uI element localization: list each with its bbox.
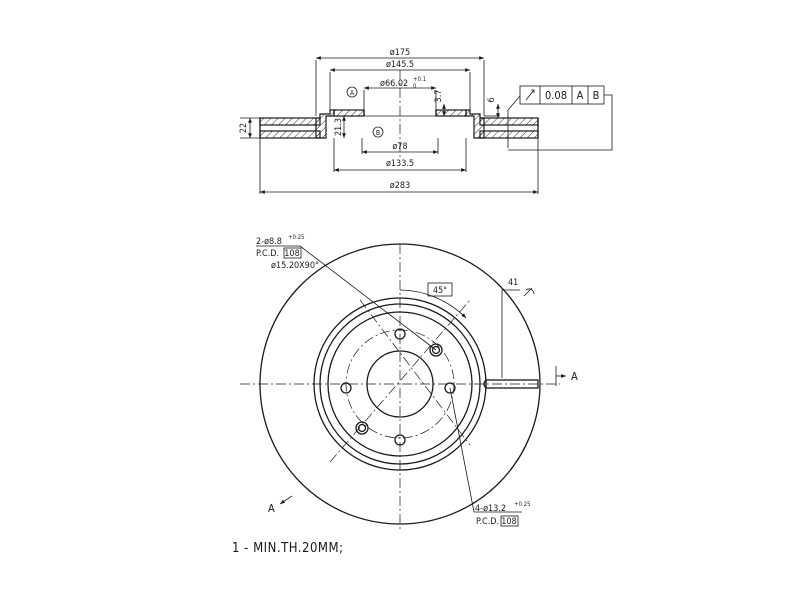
datum-b-letter: B xyxy=(376,129,380,137)
dim-d66-label: ø66.02 xyxy=(380,79,408,89)
vent-slot xyxy=(485,379,539,389)
dimension-d145-5: ø145.5 xyxy=(329,60,471,110)
pcd-circle xyxy=(345,329,455,439)
dimension-d175: ø175 xyxy=(315,48,485,116)
dim-d145-5-label: ø145.5 xyxy=(386,60,414,70)
dim-d66-tol-lower: 0 xyxy=(413,83,417,90)
section-mark-right: A xyxy=(571,370,578,383)
pcd-value-2: 108 xyxy=(501,517,516,527)
dimension-d78: ø78 xyxy=(361,138,439,154)
dimension-thickness: 22 xyxy=(239,118,252,138)
hole-note-top: 2-ø8.8 +0.25 P.C.D. 108 ø15.20X90° xyxy=(256,234,437,351)
countersink-note: ø15.20X90° xyxy=(271,261,319,271)
dim-inner-height-label: 21.3 xyxy=(334,118,344,136)
tolerance-datum-2: B xyxy=(593,89,600,102)
countersunk-hole-1 xyxy=(429,343,443,357)
vane-leader xyxy=(501,289,520,378)
dim-offset-label: 6 xyxy=(487,97,497,102)
surface-finish-icon xyxy=(523,287,535,297)
dimension-offset: 6 xyxy=(484,97,500,118)
min-thickness-note: 1 - MIN.TH.20MM; xyxy=(232,541,344,556)
dim-d66-tol-upper: +0.1 xyxy=(413,76,426,83)
left-hat-wall xyxy=(315,109,335,139)
bolt-note-tol: +0.25 xyxy=(514,501,531,508)
left-upper-plate xyxy=(259,117,321,126)
hat-flange-right xyxy=(435,109,467,117)
tolerance-frame: 0.08 A B xyxy=(508,85,613,151)
dim-d283-label: ø283 xyxy=(390,181,410,191)
tolerance-leader xyxy=(507,95,521,148)
right-hat-wall xyxy=(465,109,485,139)
dimension-inner-height: 21.3 xyxy=(334,116,346,138)
front-view: 45° 41 A A 2-ø8.8 +0.25 P.C.D. 108 ø15.2… xyxy=(240,234,578,530)
vane-count-label: 41 xyxy=(508,278,518,288)
datum-a-letter: A xyxy=(350,89,355,97)
pcd-value-1: 108 xyxy=(284,249,299,259)
countersunk-hole-2 xyxy=(355,421,369,435)
bolt-hole-right xyxy=(444,382,456,394)
left-lower-plate xyxy=(259,130,321,139)
dimension-d133-5: ø133.5 xyxy=(333,138,467,172)
hat-flange-left xyxy=(333,109,365,117)
datum-b-marker: B xyxy=(372,126,384,138)
hole-note-leader xyxy=(256,245,437,351)
datum-a-marker: A xyxy=(346,86,358,98)
pcd-label-2: P.C.D. xyxy=(476,517,499,527)
section-mark-left: A xyxy=(268,502,275,515)
tolerance-value: 0.08 xyxy=(545,89,567,102)
dim-thickness-label: 22 xyxy=(239,123,249,133)
bolt-note-bottom: 4-ø13.2 +0.25 P.C.D. 108 xyxy=(449,387,531,527)
bolt-hole-bottom xyxy=(394,434,406,446)
right-upper-plate xyxy=(479,117,539,126)
bolt-hole-top xyxy=(394,328,406,340)
dimension-d283: ø283 xyxy=(259,138,539,194)
right-lower-plate xyxy=(479,130,539,139)
dimension-d66: ø66.02 +0.1 0 xyxy=(363,76,437,110)
tolerance-datum-1: A xyxy=(577,89,584,102)
pcd-label-1: P.C.D. xyxy=(256,249,279,259)
section-view: ø175 ø145.5 ø66.02 +0.1 0 ø78 ø133.5 xyxy=(239,48,539,194)
angle-label: 45° xyxy=(433,286,447,296)
dim-hat-depth-label: 3.7 xyxy=(434,90,444,103)
hole-note-line1: 2-ø8.8 xyxy=(256,237,282,247)
runout-icon xyxy=(525,89,535,101)
bolt-note-label: 4-ø13.2 xyxy=(475,504,506,514)
bolt-hole-left xyxy=(340,382,352,394)
dimension-hat-depth: 3.7 xyxy=(434,90,446,116)
dim-d175-label: ø175 xyxy=(390,48,410,58)
hole-note-tol: +0.25 xyxy=(288,234,305,241)
bolt-note-leader xyxy=(449,387,522,513)
dim-d133-5-label: ø133.5 xyxy=(386,159,414,169)
dim-d78-label: ø78 xyxy=(392,142,407,152)
